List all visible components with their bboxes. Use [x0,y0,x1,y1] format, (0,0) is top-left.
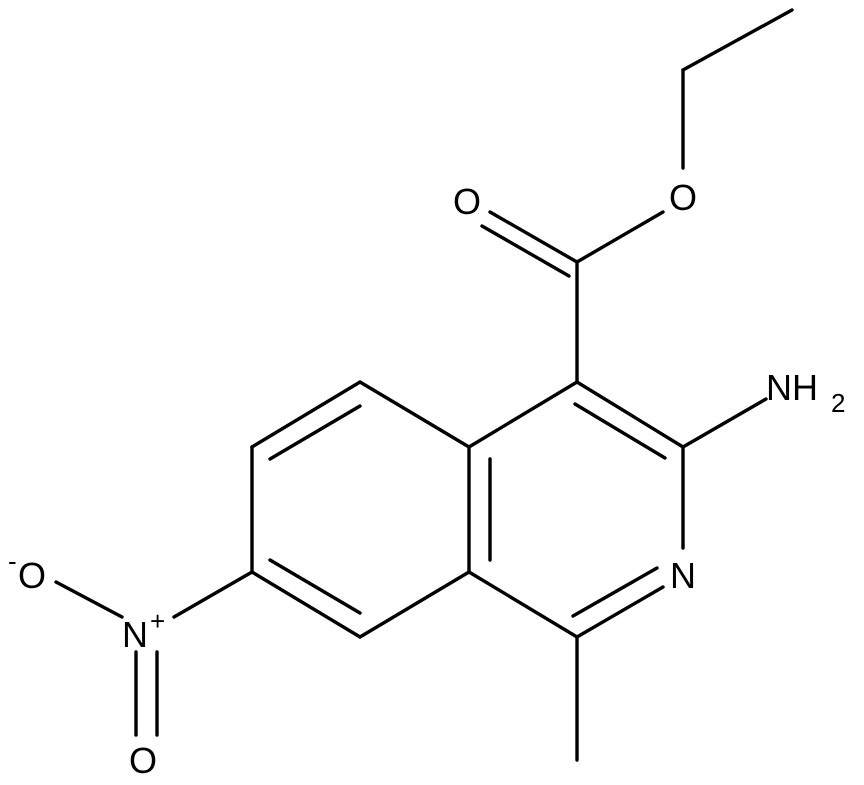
bond-carbonyl-double-b [480,224,571,278]
bond-carbonyl-double-a [488,210,579,264]
bond-c7-c8 [250,570,362,639]
bond-c4a-c5 [358,380,471,449]
bond-c5-c6-inner [268,404,362,461]
nitro-nitrogen-symbol: N [122,614,148,655]
atom-labels: O O NH 2 N N + - O O [8,177,845,781]
bond-c7-nitro-n [172,570,254,619]
amino-symbol: NH [766,367,818,408]
bond-c4-c3-inner [573,402,667,460]
nitro-oxide-label: - O [8,546,46,596]
bond-c7-c8-inner [268,558,362,615]
bond-n2-c1-inner [571,566,659,618]
nitro-nitrogen-charge: + [150,606,165,636]
amino-subscript: 2 [831,388,845,418]
bond-c8-c8a [358,570,471,639]
nitro-oxygen-label: O [129,740,157,781]
amino-group-label: NH 2 [766,367,845,418]
bond-n2-c1 [575,585,665,639]
bond-c4a-c4 [467,380,579,449]
bond-c5-c6 [250,380,362,449]
bond-c1-c8a [467,570,579,639]
nitro-oxide-charge: - [8,546,17,576]
bonds [54,8,794,762]
bond-ethyl-ch3-ch2 [681,8,794,72]
bond-c4-c3 [575,380,685,449]
ester-oxygen-label: O [669,177,697,218]
nitro-oxide-symbol: O [18,555,46,596]
bond-o-ester-carbonyl-c [575,210,665,264]
bond-nitro-n-o-minus [54,580,124,619]
ring-nitrogen-label: N [670,555,696,596]
carbonyl-oxygen-label: O [453,181,481,222]
nitro-nitrogen-label: N + [122,606,165,655]
bond-c3-nh2 [681,397,768,449]
